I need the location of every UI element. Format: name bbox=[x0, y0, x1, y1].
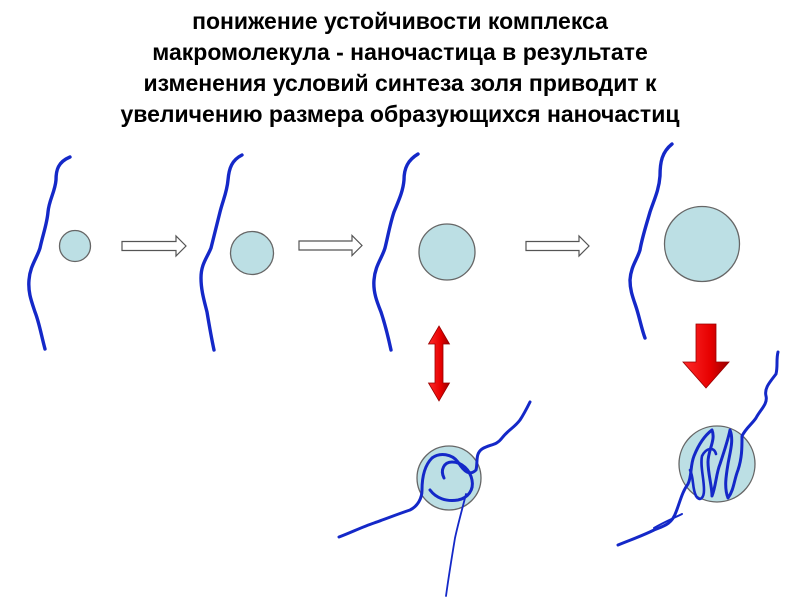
red-double-vertical-arrow-icon bbox=[427, 325, 451, 402]
complex-stable bbox=[337, 400, 532, 597]
white-right-arrow-icon bbox=[121, 234, 187, 258]
stage-3 bbox=[372, 152, 476, 352]
macromolecule-tail bbox=[653, 513, 683, 529]
stage-2 bbox=[199, 153, 275, 352]
nanoparticle bbox=[418, 223, 476, 281]
slide-title: понижение устойчивости комплекса макромо… bbox=[30, 6, 770, 130]
nanoparticle bbox=[58, 229, 92, 263]
stage-1 bbox=[27, 155, 92, 351]
macromolecule-chain bbox=[628, 142, 674, 340]
white-right-arrow-icon bbox=[525, 234, 590, 258]
red-down-arrow-icon bbox=[682, 323, 730, 389]
macromolecule-tail bbox=[445, 493, 467, 597]
title-line-2: макромолекула - наночастица в результате bbox=[152, 39, 648, 65]
white-right-arrow-icon bbox=[298, 234, 363, 257]
macromolecule-chain bbox=[616, 350, 780, 547]
stage-4 bbox=[628, 142, 741, 340]
nanoparticle bbox=[229, 230, 275, 276]
equilibrium-arrow bbox=[427, 325, 451, 402]
complex-unstable bbox=[616, 350, 780, 547]
transition-arrow bbox=[682, 323, 730, 389]
process-arrow-3 bbox=[525, 234, 590, 258]
macromolecule-chain bbox=[199, 153, 244, 352]
title-line-1: понижение устойчивости комплекса bbox=[192, 8, 608, 34]
macromolecule-chain-wrap bbox=[688, 447, 718, 501]
title-line-4: увеличению размера образующихся наночаст… bbox=[120, 101, 680, 127]
nanoparticle bbox=[663, 205, 741, 283]
macromolecule-chain bbox=[372, 152, 420, 352]
process-arrow-2 bbox=[298, 234, 363, 257]
process-arrow-1 bbox=[121, 234, 187, 258]
macromolecule-chain bbox=[27, 155, 72, 351]
title-line-3: изменения условий синтеза золя приводит … bbox=[143, 70, 657, 96]
macromolecule-chain-wrap bbox=[428, 460, 474, 502]
